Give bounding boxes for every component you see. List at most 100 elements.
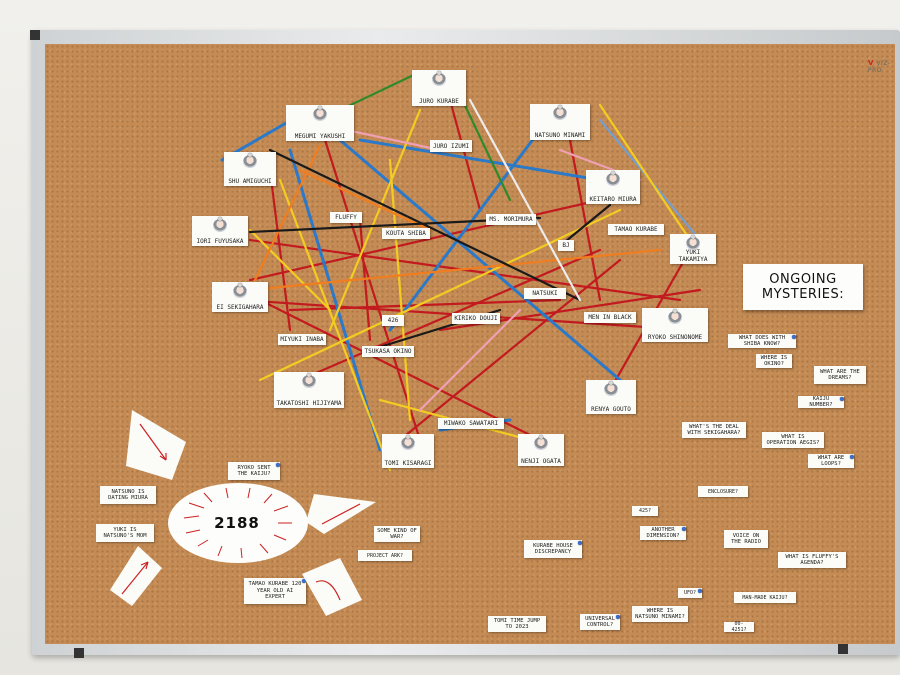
mystery-note: ENCLOSURE? bbox=[698, 486, 748, 497]
mystery-note: 00-4251? bbox=[724, 621, 754, 633]
mystery-note: WHAT ARE THE DREAMS? bbox=[814, 366, 866, 384]
name-label: 426 bbox=[382, 315, 404, 326]
character-card: SHU AMIGUCHI bbox=[224, 152, 276, 186]
name-label: TAMAO KURABE bbox=[608, 224, 664, 235]
mystery-note: UNIVERSAL CONTROL? bbox=[580, 614, 620, 630]
mystery-note: 425? bbox=[632, 506, 658, 516]
portrait-icon bbox=[213, 219, 227, 232]
arrow-shard-top bbox=[126, 410, 186, 480]
name-label: KOUTA SHIBA bbox=[382, 228, 430, 239]
name-label: FLUFFY bbox=[330, 212, 362, 223]
push-pin bbox=[539, 435, 543, 439]
mystery-note: PROJECT ARK? bbox=[358, 550, 412, 561]
mystery-note: WHAT ARE LOOPS? bbox=[808, 454, 854, 468]
character-card: EI SEKIGAHARA bbox=[212, 282, 268, 312]
push-pin bbox=[850, 455, 854, 459]
push-pin bbox=[609, 381, 613, 385]
character-name: KEITARO MIURA bbox=[589, 196, 637, 203]
character-card: RYOKO SHINONOME bbox=[642, 308, 708, 342]
push-pin bbox=[307, 373, 311, 377]
push-pin bbox=[318, 106, 322, 110]
ongoing-mysteries-title: ONGOING MYSTERIES: bbox=[743, 264, 863, 310]
name-label: MIWAKO SAWATARI bbox=[438, 418, 504, 429]
mystery-note: WHERE IS OKINO? bbox=[756, 354, 792, 368]
mystery-note: KURABE HOUSE DISCREPANCY bbox=[524, 540, 582, 558]
character-card: JURO KURABE bbox=[412, 70, 466, 106]
character-name: NENJI OGATA bbox=[521, 458, 561, 465]
portrait-icon bbox=[668, 311, 682, 324]
push-pin bbox=[238, 283, 242, 287]
frame-corner-top-left bbox=[30, 30, 40, 40]
push-pin bbox=[840, 397, 844, 401]
mystery-note: MAN-MADE KAIJU? bbox=[734, 592, 796, 603]
push-pin bbox=[302, 579, 306, 583]
character-name: IORI FUYUSAKA bbox=[196, 238, 244, 245]
mystery-note: UFO? bbox=[678, 588, 702, 598]
portrait-icon bbox=[401, 437, 415, 450]
mystery-note: TOMI TIME JUMP TO 2023 bbox=[488, 616, 546, 632]
name-label: MEN IN BLACK bbox=[584, 312, 636, 323]
brand-mark-icon: V bbox=[868, 59, 874, 67]
portrait-icon bbox=[233, 285, 247, 298]
arrow-shard-bottom bbox=[302, 558, 362, 616]
character-card: TAKATOSHI HIJIYAMA bbox=[274, 372, 344, 408]
push-pin bbox=[611, 171, 615, 175]
character-name: MEGUMI YAKUSHI bbox=[294, 133, 346, 140]
character-name: RYOKO SHINONOME bbox=[647, 334, 703, 341]
center-year-label: 2188 bbox=[214, 514, 260, 532]
brand-text: VIZ-PRO bbox=[868, 60, 891, 74]
name-label: MIYUKI INABA bbox=[278, 334, 326, 345]
mystery-note: WHAT IS FLUFFY'S AGENDA? bbox=[778, 552, 846, 568]
name-label: MS. MORIMURA bbox=[486, 214, 536, 225]
name-label: BJ bbox=[558, 240, 574, 251]
arrow-shard-bottom-left bbox=[110, 546, 162, 606]
mystery-note: YUKI IS NATSUNO'S MOM bbox=[96, 524, 154, 542]
character-card: IORI FUYUSAKA bbox=[192, 216, 248, 246]
character-name: SHU AMIGUCHI bbox=[228, 178, 272, 185]
character-name: TAKATOSHI HIJIYAMA bbox=[276, 400, 342, 407]
character-name: NATSUNO MINAMI bbox=[534, 132, 586, 139]
arrow-shard-right bbox=[306, 494, 376, 534]
portrait-icon bbox=[604, 383, 618, 396]
radiating-lines-shape bbox=[168, 483, 308, 563]
push-pin bbox=[276, 463, 280, 467]
character-card: NATSUNO MINAMI bbox=[530, 104, 590, 140]
portrait-icon bbox=[313, 108, 327, 121]
frame-corner-bottom-right bbox=[838, 644, 848, 654]
mystery-note: WHAT DOES WITH SHIBA KNOW? bbox=[728, 334, 796, 348]
character-card: TOMI KISARAGI bbox=[382, 434, 434, 468]
character-name: TOMI KISARAGI bbox=[384, 460, 432, 467]
character-card: NENJI OGATA bbox=[518, 434, 564, 466]
portrait-icon bbox=[432, 73, 446, 86]
push-pin bbox=[682, 527, 686, 531]
name-label: TSUKASA OKINO bbox=[362, 346, 414, 357]
character-card: YUKI TAKAMIYA bbox=[670, 234, 716, 264]
mystery-note: ANOTHER DIMENSION? bbox=[640, 526, 686, 540]
push-pin bbox=[616, 615, 620, 619]
character-card: MEGUMI YAKUSHI bbox=[286, 105, 354, 141]
portrait-icon bbox=[243, 155, 257, 168]
character-name: YUKI TAKAMIYA bbox=[678, 249, 708, 263]
push-pin bbox=[673, 309, 677, 313]
mystery-note: SOME KIND OF WAR? bbox=[374, 526, 420, 542]
name-label: KIRIKO DOUJI bbox=[452, 313, 500, 324]
character-name: RENYA GOUTO bbox=[591, 406, 631, 413]
push-pin bbox=[691, 235, 695, 239]
push-pin bbox=[578, 541, 582, 545]
character-card: RENYA GOUTO bbox=[586, 380, 636, 414]
push-pin bbox=[218, 217, 222, 221]
mystery-note: WHAT IS OPERATION AEGIS? bbox=[762, 432, 824, 448]
portrait-icon bbox=[686, 237, 700, 250]
portrait-icon bbox=[302, 375, 316, 388]
push-pin bbox=[558, 105, 562, 109]
mystery-note: WHERE IS NATSUNO MINAMI? bbox=[632, 606, 688, 622]
character-card: KEITARO MIURA bbox=[586, 170, 640, 204]
push-pin bbox=[248, 153, 252, 157]
brand-logo: V VIZ-PRO bbox=[868, 59, 900, 74]
mystery-note: RYOKO SENT THE KAIJU? bbox=[228, 462, 280, 480]
character-name: JURO KURABE bbox=[419, 98, 459, 105]
mystery-note: TAMAO KURABE 120 YEAR OLD AI EXPERT bbox=[244, 578, 306, 604]
name-label: JURO IZUMI bbox=[430, 140, 472, 152]
character-name: EI SEKIGAHARA bbox=[216, 304, 264, 311]
mystery-note: NATSUNO IS DATING MIURA bbox=[100, 486, 156, 504]
